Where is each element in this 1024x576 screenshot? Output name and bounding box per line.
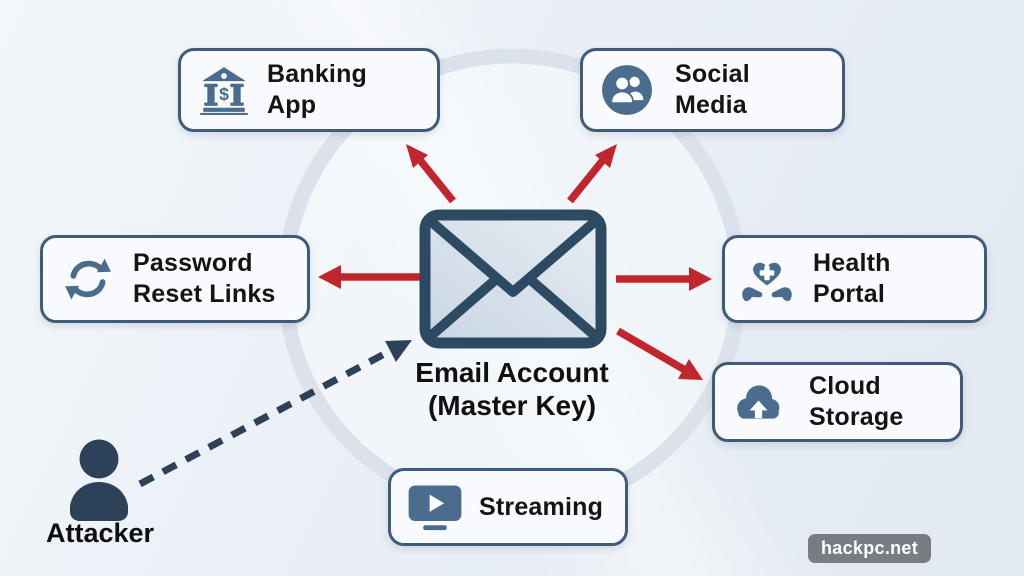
watermark-badge: hackpc.net (808, 534, 932, 563)
node-banking-app: $ Banking App (178, 48, 440, 132)
svg-text:$: $ (219, 84, 229, 104)
heart-hands-icon (739, 251, 795, 307)
node-label: Banking App (267, 60, 368, 119)
node-streaming: Streaming (388, 468, 628, 546)
bank-icon: $ (199, 65, 249, 115)
node-social-media: Social Media (580, 48, 845, 132)
arrow-to-health-portal (616, 267, 712, 291)
sync-arrows-icon (63, 254, 113, 304)
node-cloud-storage: Cloud Storage (712, 362, 963, 442)
node-label: Streaming (479, 492, 604, 521)
arrow-to-social (567, 144, 617, 204)
node-label: Social Media (675, 60, 750, 119)
node-label: Cloud Storage (809, 372, 904, 431)
node-label: Password Reset Links (133, 249, 276, 308)
tv-play-icon (407, 482, 463, 532)
node-label: Health Portal (813, 249, 891, 308)
attacker-person-icon (70, 439, 128, 521)
email-account-line2: (Master Key) (427, 390, 597, 421)
users-icon (601, 64, 653, 116)
arrow-to-banking (406, 144, 456, 204)
cloud-upload-icon (733, 379, 783, 425)
email-account-line1: Email Account (415, 357, 609, 388)
node-password-reset-links: Password Reset Links (40, 235, 310, 323)
node-health-portal: Health Portal (722, 235, 987, 323)
arrow-to-password-reset (318, 265, 421, 289)
email-envelope-icon (419, 209, 607, 349)
attacker-label: Attacker (45, 518, 155, 548)
email-account-label: Email Account (Master Key) (332, 356, 692, 422)
